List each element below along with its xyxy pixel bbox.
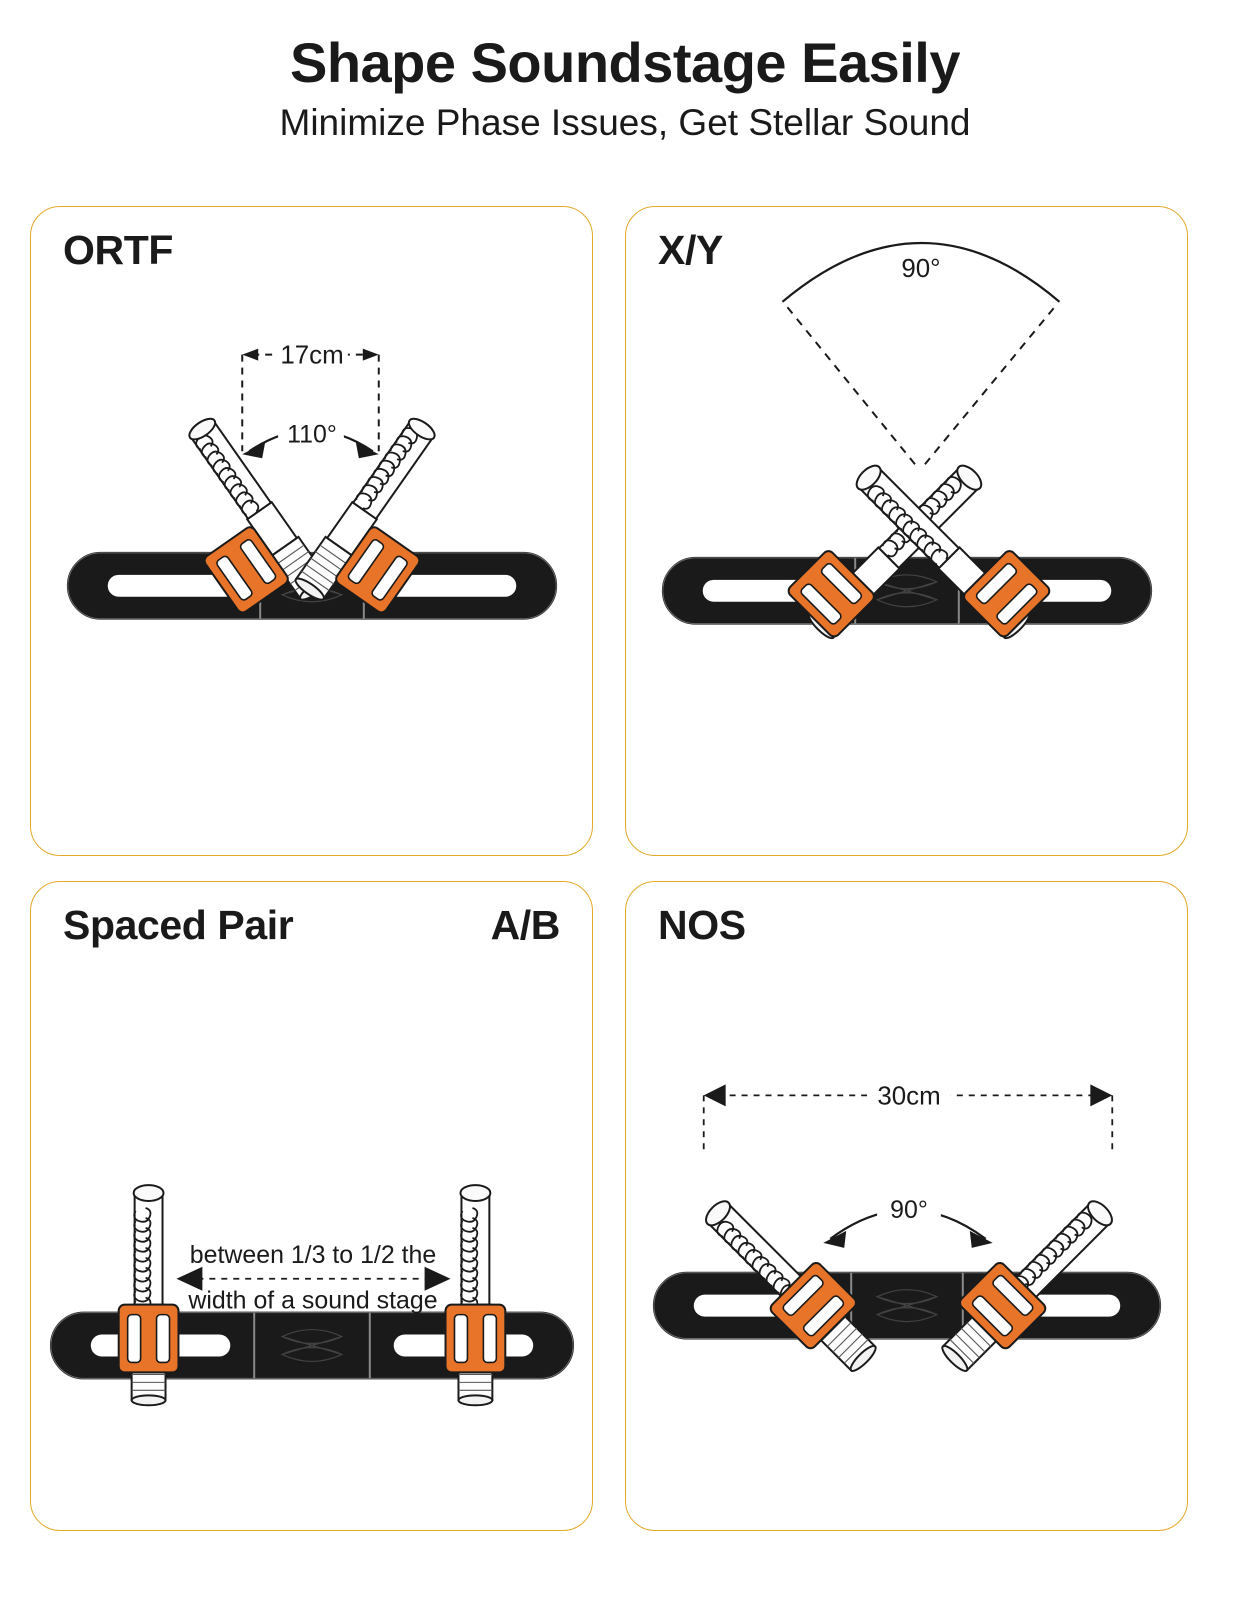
card-spaced-pair: Spaced Pair A/B [30,881,593,1531]
card-spaced-pair-title: Spaced Pair [63,902,294,948]
card-nos: NOS [625,881,1188,1531]
card-nos-title: NOS [658,902,746,948]
xy-angle-arc [781,242,1061,303]
card-ortf-title: ORTF [63,227,173,273]
nos-angle-label: 90° [890,1196,928,1224]
page-subtitle: Minimize Phase Issues, Get Stellar Sound [279,101,971,143]
card-nos-header: NOS [658,902,1155,949]
nos-dimension-30cm [702,1084,1114,1150]
ortf-angle-label: 110° [287,420,337,448]
card-nos-figure: 30cm [626,882,1187,1530]
spaced-pair-clamp-left [117,1303,180,1374]
nos-spacing-label: 30cm [877,1082,940,1110]
card-ortf-figure: 17cm 110° [31,207,592,855]
card-xy-header: X/Y [658,227,1155,274]
xy-angle-rays [784,304,1058,465]
card-ortf-header: ORTF [63,227,560,274]
card-xy-title: X/Y [658,227,723,273]
card-ortf: ORTF [30,206,593,856]
spaced-pair-clamp-right [444,1303,507,1374]
card-spaced-pair-title-right: A/B [490,902,561,948]
poster-header: Shape Soundstage Easily Minimize Phase I… [0,0,1250,143]
dimension-17cm [241,348,380,452]
xy-angle-label: 90° [901,255,940,283]
ortf-spacing-label: 17cm [280,342,343,370]
card-spaced-pair-figure: between 1/3 to 1/2 the width of a sound … [31,882,592,1530]
card-xy-figure: 90° [626,207,1187,855]
nos-mounting-bar [652,1271,1162,1340]
page-title: Shape Soundstage Easily [289,31,961,94]
xy-mounting-bar [661,556,1153,625]
card-spaced-pair-header: Spaced Pair A/B [63,902,560,949]
spaced-pair-note-line2: width of a sound stage [187,1287,437,1315]
card-xy: X/Y [625,206,1188,856]
spaced-pair-note-line1: between 1/3 to 1/2 the [190,1241,436,1269]
technique-card-grid: ORTF [30,206,1220,1531]
spaced-pair-distance-arrow [176,1266,451,1291]
